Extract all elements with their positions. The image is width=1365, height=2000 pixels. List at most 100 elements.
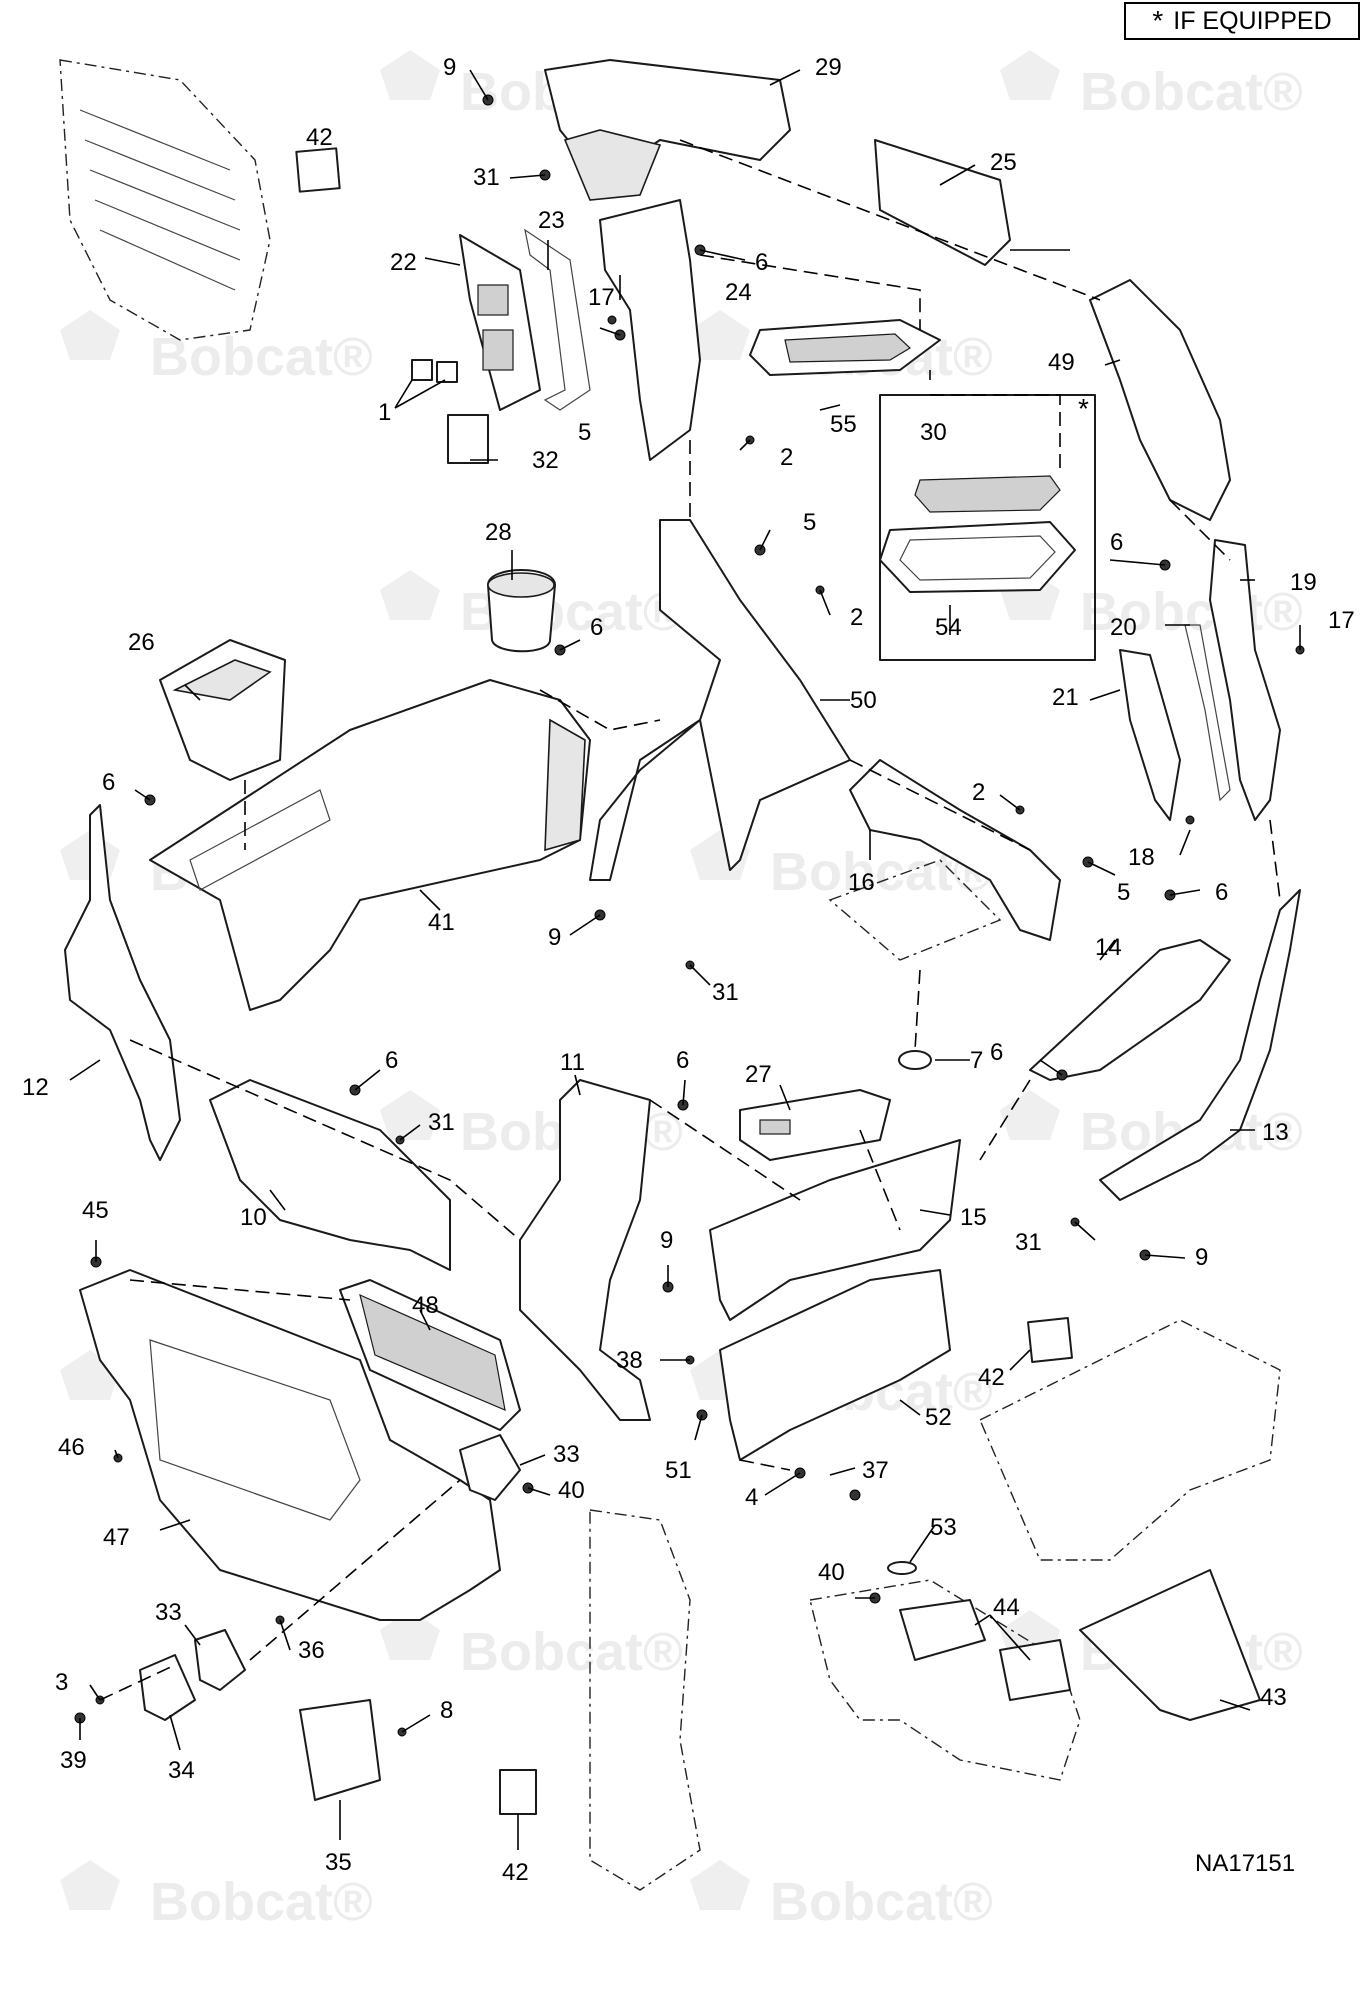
callout-7: 7 xyxy=(970,1047,983,1074)
callout-6: 6 xyxy=(590,614,603,641)
callout-54: 54 xyxy=(935,614,962,641)
callout-9: 9 xyxy=(548,924,561,951)
optional-kit-box xyxy=(879,394,1096,661)
callout-2: 2 xyxy=(972,779,985,806)
watermark-logo-15: Bobcat® xyxy=(60,1860,373,1932)
assembly-lines xyxy=(99,139,1281,1701)
part-35-access-cover xyxy=(299,1699,381,1801)
part-14-side-trim xyxy=(1029,939,1231,1081)
part-53-washer xyxy=(887,1561,917,1575)
callout-2: 2 xyxy=(850,604,863,631)
part-49-side-duct xyxy=(1089,279,1231,521)
part-21-right-panel xyxy=(1119,649,1181,821)
callout-11: 11 xyxy=(560,1049,585,1076)
callout-31: 31 xyxy=(428,1109,455,1136)
part-47-rear-wall-panel xyxy=(79,1269,501,1621)
part-33-grommet-lower xyxy=(194,1629,246,1691)
callout-5: 5 xyxy=(1117,879,1130,906)
ghost-upper-left-grille xyxy=(59,59,271,341)
if-equipped-legend: * IF EQUIPPED xyxy=(1124,2,1360,40)
watermark-text: Bobcat® xyxy=(150,1872,373,1932)
callout-5: 5 xyxy=(803,509,816,536)
callout-53: 53 xyxy=(930,1514,957,1541)
part-42-labels xyxy=(295,147,1073,1815)
watermark-logo-13: Bobcat® xyxy=(380,1610,683,1682)
part-25-filter-cover xyxy=(874,139,1011,266)
callout-51: 51 xyxy=(665,1457,692,1484)
watermark-logo-3: Bobcat® xyxy=(60,310,373,387)
part-11-b-pillar-trim xyxy=(519,1079,651,1421)
callout-labels: 1 2 2 2 3 4 5 5 5 6 6 6 6 6 6 6 6 7 8 9 … xyxy=(22,54,1355,1886)
part-33-grommet-upper xyxy=(459,1434,521,1501)
ghost-lower-right-frame xyxy=(809,1579,1081,1781)
part-32-blank-plug xyxy=(447,414,489,464)
callout-13: 13 xyxy=(1262,1119,1289,1146)
callout-37: 37 xyxy=(862,1457,889,1484)
callout-23: 23 xyxy=(538,207,565,234)
ghost-floor-panel xyxy=(828,859,1002,961)
callout-33: 33 xyxy=(553,1441,580,1468)
callout-31: 31 xyxy=(712,979,739,1006)
callout-6: 6 xyxy=(1215,879,1228,906)
callout-18: 18 xyxy=(1128,844,1155,871)
callout-21: 21 xyxy=(1052,684,1079,711)
part-34-bezel xyxy=(139,1654,196,1721)
callout-20: 20 xyxy=(1110,614,1137,641)
callout-10: 10 xyxy=(240,1204,267,1231)
callout-6: 6 xyxy=(102,769,115,796)
watermark-logo-6: Bobcat® xyxy=(1000,570,1303,642)
part-52-mounting-plate xyxy=(719,1269,951,1461)
callout-42: 42 xyxy=(978,1364,1005,1391)
part-55-vent-grille xyxy=(749,319,941,376)
part-50-rear-pillar xyxy=(589,519,851,881)
part-48-vent-duct xyxy=(339,1279,521,1431)
callout-6: 6 xyxy=(385,1047,398,1074)
optional-marker-icon: * xyxy=(1152,5,1164,36)
part-29-air-duct xyxy=(544,59,791,201)
callout-46: 46 xyxy=(58,1434,85,1461)
ghost-frame-outlines xyxy=(59,59,1281,1891)
part-24-duct-bracket xyxy=(599,199,701,461)
part-26-storage-bin xyxy=(159,639,286,781)
callout-40: 40 xyxy=(558,1477,585,1504)
callout-49: 49 xyxy=(1048,349,1075,376)
callout-6: 6 xyxy=(755,249,768,276)
part-28-cup-holder xyxy=(487,569,556,653)
callout-50: 50 xyxy=(850,687,877,714)
part-19-right-trim xyxy=(1209,539,1281,821)
callout-43: 43 xyxy=(1260,1684,1287,1711)
callout-9: 9 xyxy=(1195,1244,1208,1271)
callout-9: 9 xyxy=(443,54,456,81)
part-41-console xyxy=(149,679,591,1011)
callout-41: 41 xyxy=(428,909,455,936)
watermark-logo-16: Bobcat® xyxy=(690,1860,993,1932)
callout-16: 16 xyxy=(848,869,875,896)
callout-42: 42 xyxy=(306,124,333,151)
callout-52: 52 xyxy=(925,1404,952,1431)
ghost-right-frame xyxy=(979,1319,1281,1561)
part-7-grommet xyxy=(898,1050,932,1070)
callout-31: 31 xyxy=(473,164,500,191)
callout-38: 38 xyxy=(616,1347,643,1374)
callout-29: 29 xyxy=(815,54,842,81)
callout-48: 48 xyxy=(412,1292,439,1319)
part-15-floor-console xyxy=(709,1139,961,1321)
watermark-text: Bobcat® xyxy=(460,1622,683,1682)
callout-47: 47 xyxy=(103,1524,130,1551)
ghost-lower-center-frame xyxy=(589,1509,701,1891)
callout-39: 39 xyxy=(60,1747,87,1774)
callout-31: 31 xyxy=(1015,1229,1042,1256)
part-27-storage-lid xyxy=(739,1089,891,1161)
callout-36: 36 xyxy=(298,1637,325,1664)
callout-35: 35 xyxy=(325,1849,352,1876)
callout-24: 24 xyxy=(725,279,752,306)
part-23-panel-bezel xyxy=(524,228,591,411)
callout-25: 25 xyxy=(990,149,1017,176)
callout-44: 44 xyxy=(993,1594,1020,1621)
callout-14: 14 xyxy=(1095,934,1122,961)
legend-text: IF EQUIPPED xyxy=(1173,6,1332,35)
callout-42: 42 xyxy=(502,1859,529,1886)
watermark-text: Bobcat® xyxy=(150,327,373,387)
watermark-text: Bobcat® xyxy=(1080,582,1303,642)
